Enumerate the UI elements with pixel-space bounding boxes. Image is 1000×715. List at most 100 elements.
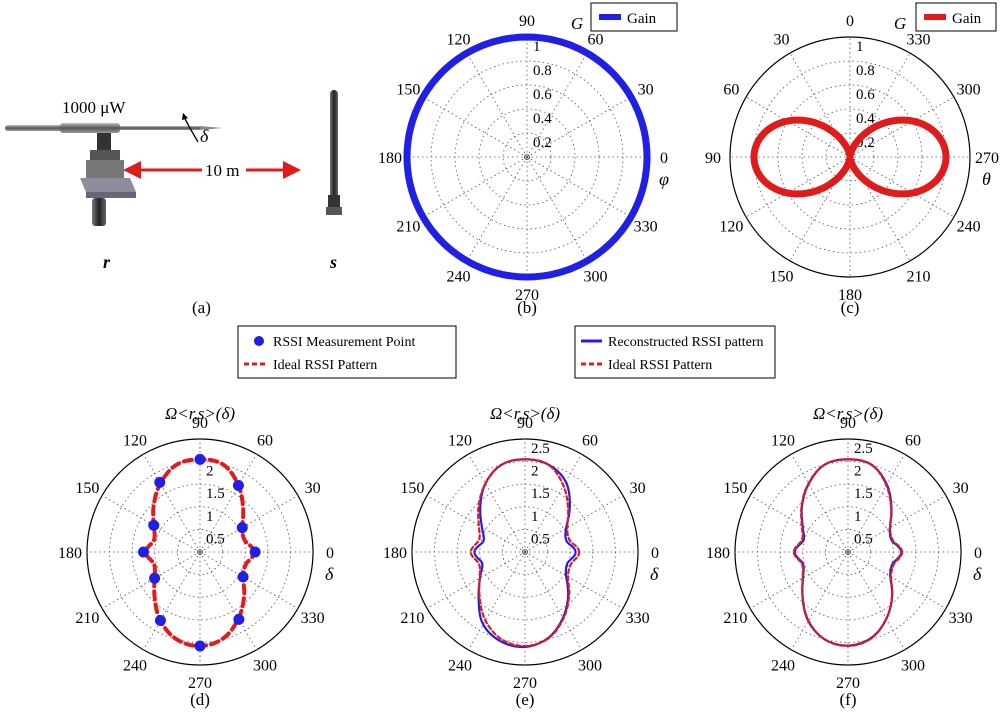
grid-spoke <box>426 551 526 609</box>
grid-spoke <box>143 551 201 651</box>
polar-chart-b: 03060901201501802102402703003300.20.40.6… <box>378 2 678 317</box>
angle-tick-label: 270 <box>515 287 539 304</box>
rotation-arrow <box>181 112 199 143</box>
angle-tick-label: 150 <box>396 82 420 99</box>
radial-tick-label: 1 <box>854 509 862 525</box>
grid-spoke <box>422 156 528 218</box>
angle-axis-label: δ <box>650 564 659 584</box>
grid-spoke <box>789 52 851 158</box>
data-point <box>149 572 161 584</box>
angle-tick-label: 30 <box>638 82 654 99</box>
grid-center <box>197 549 203 555</box>
caption-e: (e) <box>516 690 535 709</box>
grid-spoke <box>199 551 257 651</box>
power-label: 1000 μW <box>62 98 126 117</box>
grid-circle <box>729 36 971 278</box>
angle-tick-label: 90 <box>840 415 856 432</box>
polar-chart-d: 03060901201501802102402703003300.511.52Ω… <box>58 404 334 709</box>
angle-tick-label: 30 <box>630 480 646 497</box>
angle-tick-label: 60 <box>588 31 604 48</box>
grid-spoke <box>524 453 582 553</box>
angle-axis-label: θ <box>982 169 991 189</box>
angle-tick-label: 180 <box>383 545 407 562</box>
grid-spoke <box>101 495 201 553</box>
angle-tick-label: 330 <box>634 219 658 236</box>
grid-center <box>845 549 851 555</box>
radial-tick-label: 1 <box>533 39 541 55</box>
angle-tick-label: 300 <box>901 658 925 675</box>
radial-axis-title: Ω<r,s>(δ) <box>813 404 883 423</box>
grid-spoke <box>849 156 911 262</box>
grid-spoke <box>749 551 849 609</box>
angle-tick-label: 240 <box>123 658 147 675</box>
angle-tick-label: 180 <box>706 545 730 562</box>
sender-antenna <box>326 90 342 215</box>
distance-label: 10 m <box>205 161 239 180</box>
legend-d: RSSI Measurement Point Ideal RSSI Patter… <box>237 325 457 379</box>
angle-tick-label: 210 <box>396 219 420 236</box>
series-line-gain <box>403 33 651 281</box>
polar-chart-c: 03060901201501802102402703003300.20.40.6… <box>705 2 999 317</box>
grid-center <box>524 154 530 160</box>
data-point <box>154 615 166 627</box>
grid-spoke <box>524 551 582 651</box>
radial-tick-label: 0.5 <box>531 531 550 547</box>
angle-tick-label: 0 <box>974 545 982 562</box>
legend-d-point-label: RSSI Measurement Point <box>273 335 415 350</box>
data-point <box>233 613 245 625</box>
grid-spoke <box>526 156 588 262</box>
angle-tick-label: 150 <box>723 480 747 497</box>
grid-spoke <box>199 453 257 553</box>
series-line-ideal-rssi-pattern <box>469 458 581 648</box>
angle-tick-label: 30 <box>774 31 790 48</box>
grid-spoke <box>199 551 299 609</box>
radial-tick-label: 2.5 <box>854 441 873 457</box>
radial-tick-label: 0.4 <box>856 111 875 127</box>
series-line-ideal-rssi-pattern <box>792 458 904 648</box>
legend-d-point-marker <box>254 336 264 346</box>
angle-tick-label: 0 <box>651 545 659 562</box>
radial-tick-label: 2.5 <box>531 441 550 457</box>
grid-spoke <box>468 453 526 553</box>
angle-tick-label: 90 <box>519 13 535 30</box>
angle-tick-label: 60 <box>257 432 273 449</box>
data-point <box>232 479 244 491</box>
radial-tick-label: 0.8 <box>856 63 875 79</box>
legend-ef-recon-label: Reconstructed RSSI pattern <box>608 335 764 350</box>
radial-tick-label: 1.5 <box>531 486 550 502</box>
grid-spoke <box>789 156 851 262</box>
radial-tick-label: 0.6 <box>856 87 875 103</box>
radial-axis-title: Ω<r,s>(δ) <box>490 404 560 423</box>
radial-tick-label: 1 <box>206 509 214 525</box>
caption-f: (f) <box>840 690 857 709</box>
radial-tick-label: 1.5 <box>206 486 225 502</box>
grid-spoke <box>745 156 851 218</box>
polar-chart-e: 03060901201501802102402703003300.511.522… <box>383 404 659 709</box>
angle-tick-label: 30 <box>953 480 969 497</box>
angle-tick-label: 210 <box>907 269 931 286</box>
angle-tick-label: 150 <box>75 480 99 497</box>
angle-tick-label: 150 <box>400 480 424 497</box>
grid-spoke <box>524 551 624 609</box>
angle-tick-label: 120 <box>719 219 743 236</box>
grid-spoke <box>847 551 905 651</box>
radial-tick-label: 1 <box>531 509 539 525</box>
grid-spoke <box>791 453 849 553</box>
angle-tick-label: 150 <box>770 269 794 286</box>
grid-spoke <box>849 156 955 218</box>
angle-tick-label: 210 <box>75 610 99 627</box>
angle-tick-label: 330 <box>949 610 973 627</box>
data-point <box>236 522 248 534</box>
legend-label: Gain <box>952 11 982 27</box>
radial-axis-title: Ω<r,s>(δ) <box>165 404 235 423</box>
grid-spoke <box>745 96 851 158</box>
angle-tick-label: 300 <box>584 269 608 286</box>
grid-spoke <box>526 96 632 158</box>
caption-c: (c) <box>841 298 860 317</box>
grid-circle <box>801 108 899 206</box>
legend-c: Gain <box>915 2 997 32</box>
legend-ef: Reconstructed RSSI pattern Ideal RSSI Pa… <box>574 325 776 379</box>
radial-tick-label: 1 <box>856 39 864 55</box>
radial-tick-label: 0.5 <box>206 531 225 547</box>
grid-spoke <box>847 551 947 609</box>
